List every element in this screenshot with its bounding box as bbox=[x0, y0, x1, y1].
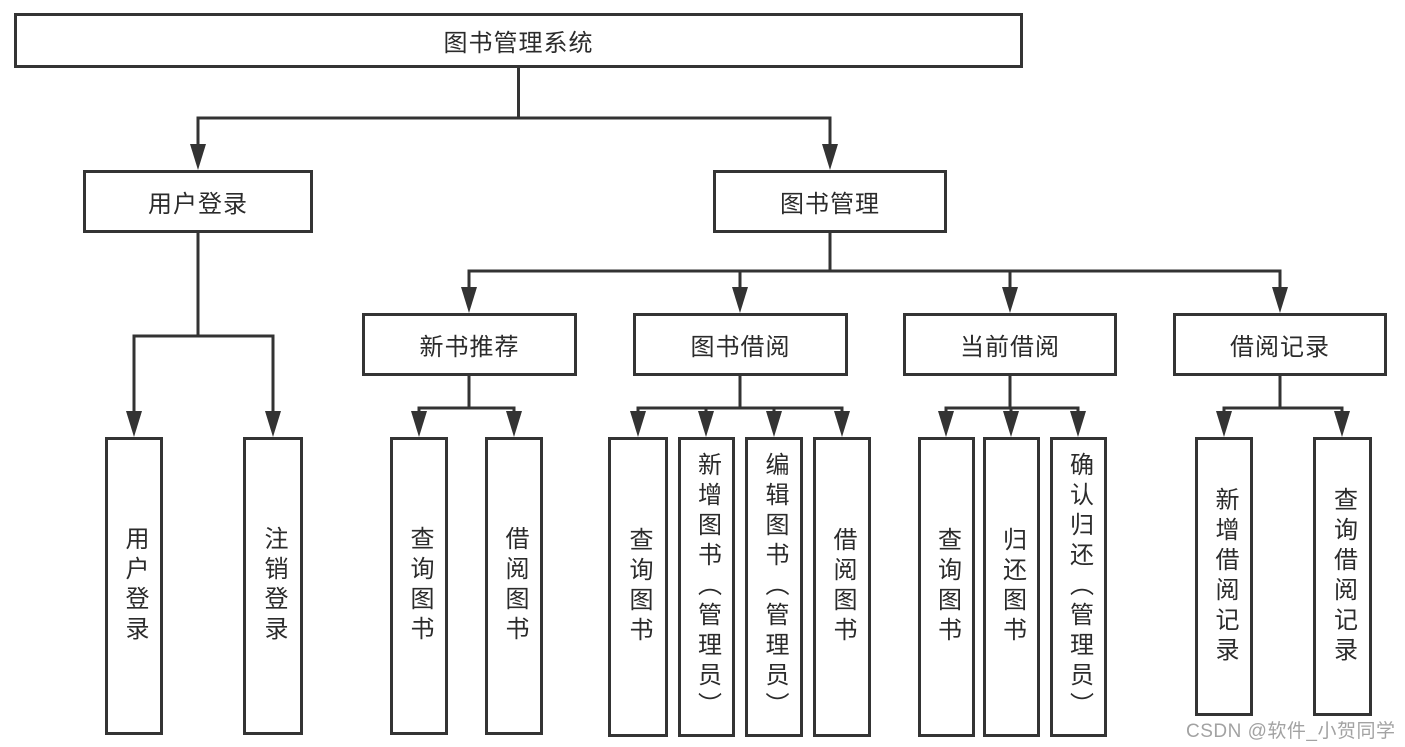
leaf-label: 确认归还（管理员） bbox=[1065, 452, 1093, 722]
leaf-label: 借阅图书 bbox=[829, 527, 856, 647]
leaf-label: 查询借阅记录 bbox=[1329, 486, 1357, 667]
leaf-label: 注销登录 bbox=[260, 526, 287, 646]
leaf-add-books-admin: 新增图书（管理员） bbox=[678, 437, 735, 737]
node-borrowing-records: 借阅记录 bbox=[1173, 313, 1387, 376]
leaf-label: 新增借阅记录 bbox=[1211, 486, 1238, 667]
leaf-return-books: 归还图书 bbox=[983, 437, 1040, 737]
node-book-borrowing: 图书借阅 bbox=[633, 313, 848, 376]
leaf-label: 编辑图书（管理员） bbox=[761, 452, 788, 722]
leaf-confirm-return-admin: 确认归还（管理员） bbox=[1050, 437, 1107, 737]
leaf-logout: 注销登录 bbox=[243, 437, 303, 735]
leaf-label: 查询图书 bbox=[933, 527, 961, 647]
leaf-label: 新增图书（管理员） bbox=[693, 452, 721, 722]
leaf-query-borrow-record: 查询借阅记录 bbox=[1313, 437, 1372, 716]
leaf-query-books: 查询图书 bbox=[390, 437, 448, 735]
leaf-edit-books-admin: 编辑图书（管理员） bbox=[745, 437, 803, 737]
leaf-label: 查询图书 bbox=[406, 526, 433, 646]
watermark: CSDN @软件_小贺同学 bbox=[1186, 721, 1396, 742]
node-book-management: 图书管理 bbox=[713, 170, 947, 233]
leaf-query-books: 查询图书 bbox=[918, 437, 975, 737]
leaf-borrow-books: 借阅图书 bbox=[813, 437, 871, 737]
node-user-login: 用户登录 bbox=[83, 170, 313, 233]
leaf-add-borrow-record: 新增借阅记录 bbox=[1195, 437, 1253, 716]
node-new-book-recommendation: 新书推荐 bbox=[362, 313, 577, 376]
leaf-borrow-books: 借阅图书 bbox=[485, 437, 543, 735]
leaf-user-login: 用户登录 bbox=[105, 437, 163, 735]
leaf-label: 查询图书 bbox=[625, 527, 652, 647]
leaf-label: 用户登录 bbox=[121, 526, 148, 646]
node-current-borrowing: 当前借阅 bbox=[903, 313, 1117, 376]
leaf-label: 归还图书 bbox=[998, 527, 1026, 647]
leaf-query-books: 查询图书 bbox=[608, 437, 668, 737]
leaf-label: 借阅图书 bbox=[501, 526, 528, 646]
node-library-management-system: 图书管理系统 bbox=[14, 13, 1023, 68]
